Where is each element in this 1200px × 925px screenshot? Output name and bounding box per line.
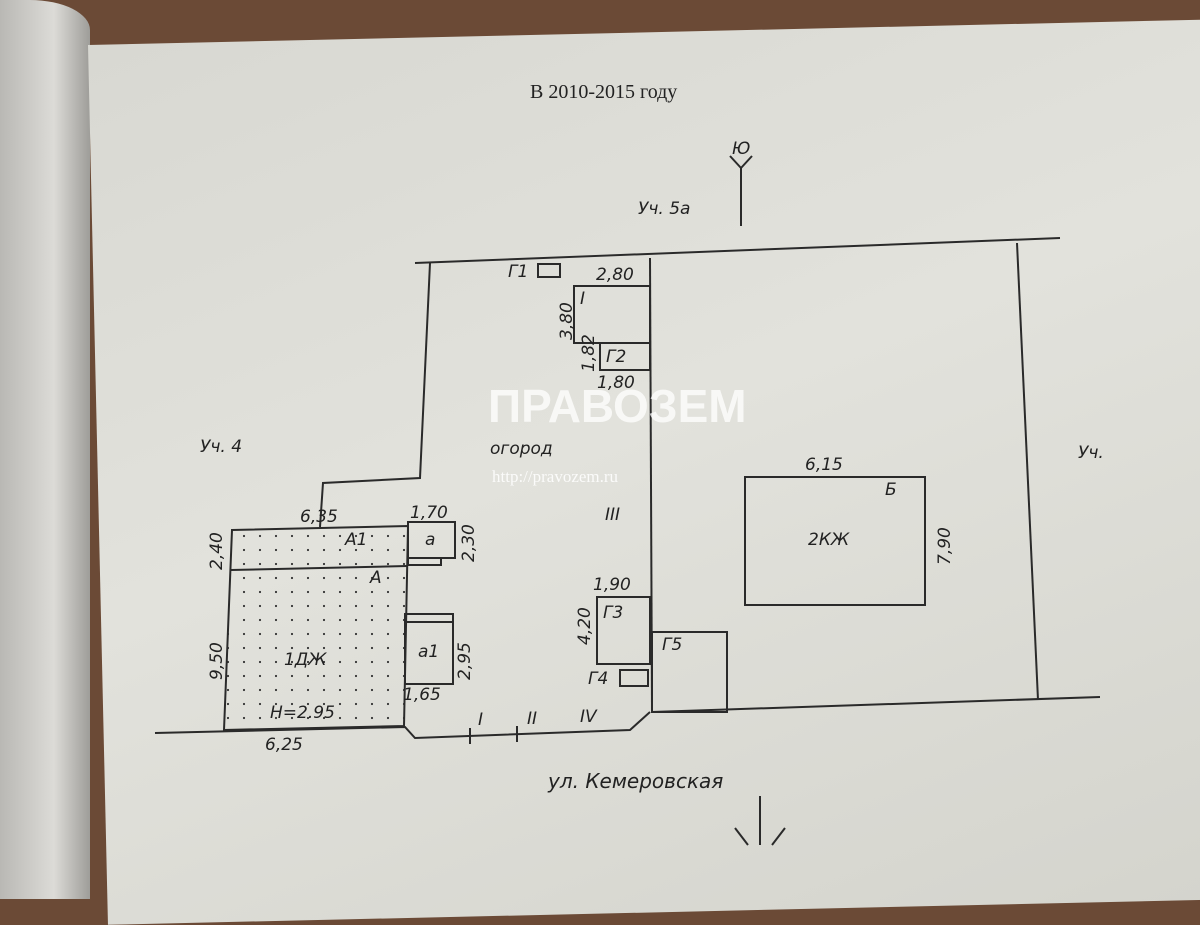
dim-b-height: 7,90 [935,527,955,565]
neighbor-top: Уч. 5а [638,199,690,219]
dim-shed-width: 2,80 [596,265,634,285]
gate-label-3: III [605,505,620,525]
watermark-url: http://pravozem.ru [492,467,619,486]
neighbor-left: Уч. 4 [200,437,242,457]
dim-porch-a1-width: 1,65 [403,685,441,705]
dim-house-bottom: 6,25 [265,735,303,755]
label-house-height: Н=2.95 [270,703,335,723]
label-a1: А1 [344,530,367,550]
dim-g2-width: 1,80 [597,373,635,393]
dim-b-width: 6,15 [805,455,843,475]
dim-porch-a-width: 1,70 [410,503,448,523]
dim-house-a1-height: 2,40 [207,532,227,570]
label-2kzh: 2КЖ [808,530,850,550]
dim-house-top: 6,35 [300,507,338,527]
gate-label-2: II [527,709,537,729]
label-house: 1ДЖ [284,650,327,670]
dim-g2-height: 1,82 [579,334,599,372]
dim-shed-height: 3,80 [557,302,577,340]
label-porch-a1: а1 [418,642,439,662]
dim-g3-height: 4,20 [575,607,595,645]
dim-porch-a1-height: 2,95 [455,642,475,680]
site-plan: В 2010-2015 году Ю Уч. 5а Уч. 4 Уч. А1 А… [154,81,1104,846]
gate-label-4: IV [580,707,598,727]
label-porch-a: а [425,530,435,550]
label-shed: I [580,289,585,309]
neighbor-right: Уч. [1078,443,1104,463]
label-g1: Г1 [508,262,528,282]
dim-house-a-height: 9,50 [207,642,227,680]
plan-title: В 2010-2015 году [530,81,677,103]
label-b: Б [885,480,897,500]
label-g5: Г5 [662,635,682,655]
gate-label-1: I [478,710,483,730]
house-1dzh [222,521,456,732]
label-garden: огород [490,439,553,459]
label-g2: Г2 [606,347,626,367]
previous-page-edge [0,0,90,899]
outbuildings [537,263,926,713]
watermark-brand: ПРАВОЗЕМ [488,380,747,432]
direction-marker-bottom [734,796,786,846]
direction-marker-top: Ю [729,139,753,226]
dim-porch-a-height: 2,30 [459,524,479,562]
label-g3: Г3 [603,603,623,623]
street-label: ул. Кемеровская [547,769,723,793]
dim-g3-width: 1,90 [593,575,631,595]
label-g4: Г4 [588,669,608,689]
label-a: А [369,568,382,588]
direction-label: Ю [732,139,750,159]
